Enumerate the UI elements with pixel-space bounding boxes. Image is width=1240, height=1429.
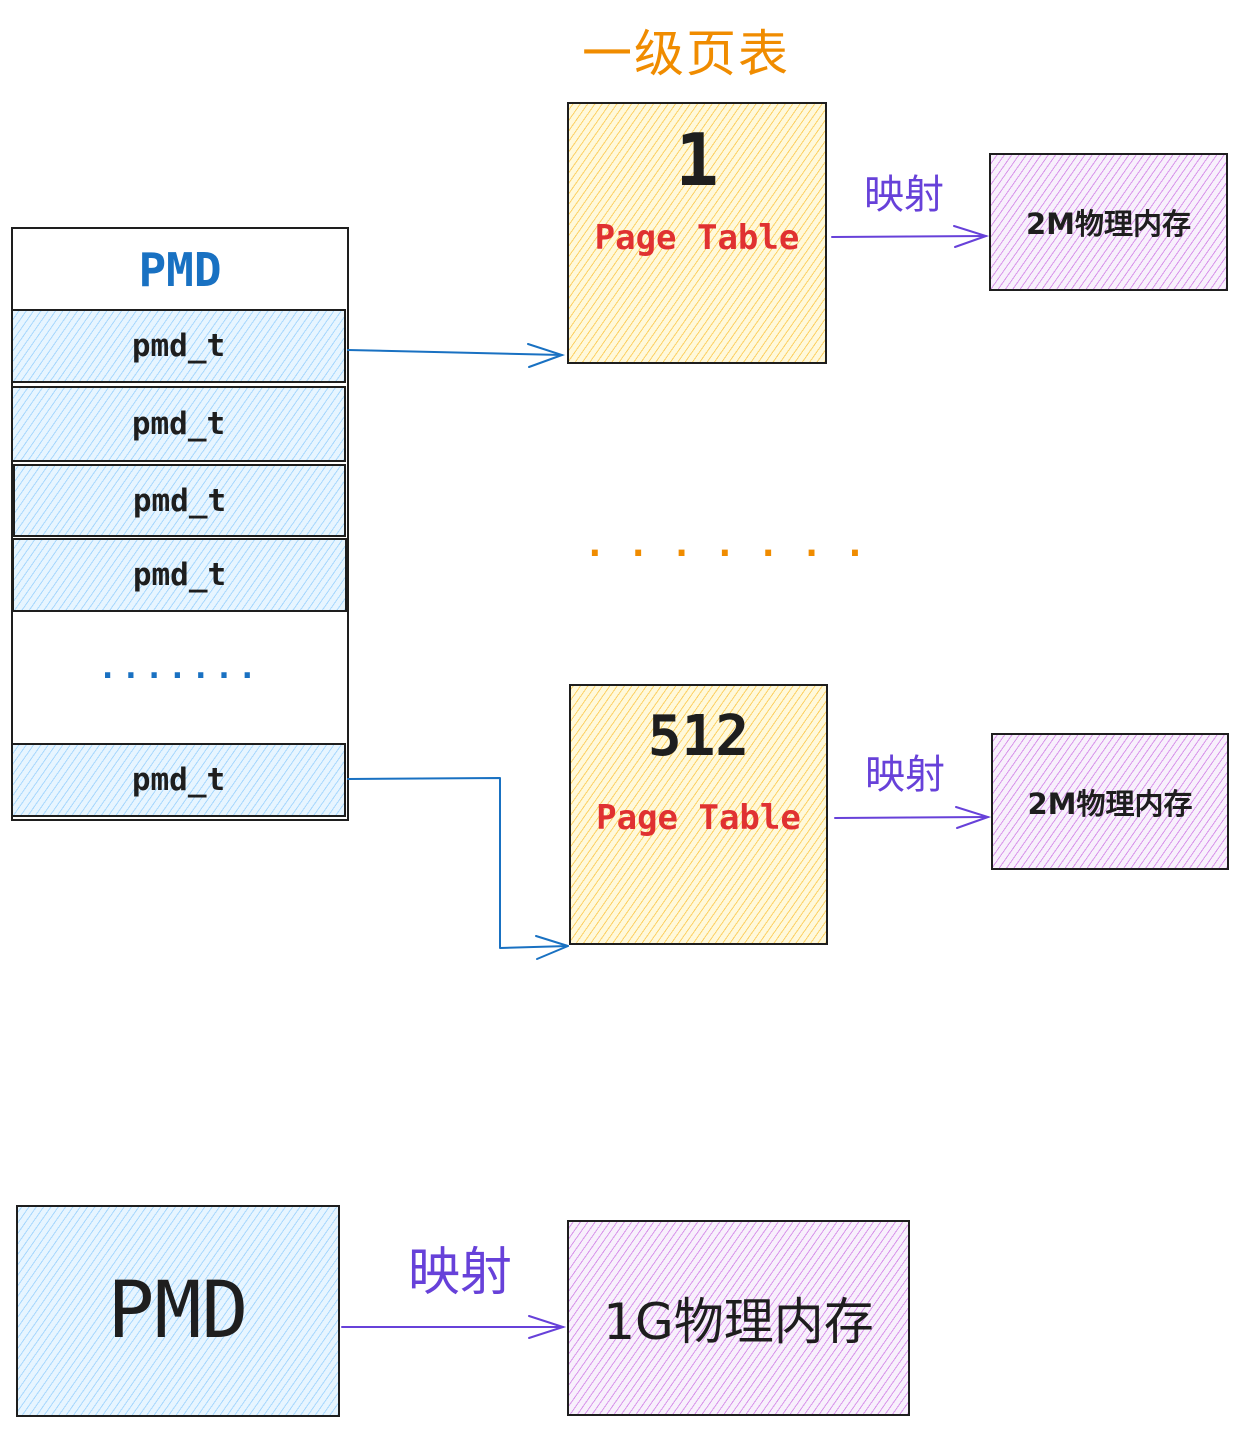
pmd-table-header: PMD <box>138 243 222 297</box>
bottom-map-label: 映射 <box>408 1243 513 1303</box>
arrow-pagetable512-to-memory <box>834 806 992 829</box>
arrow-pmd1-to-pagetable1 <box>347 343 566 368</box>
page-table-512: 512 Page Table <box>569 684 828 945</box>
pmd-ellipsis: ....... <box>98 648 261 686</box>
page-table-512-label: Page Table <box>596 798 801 838</box>
map-label-2: 映射 <box>865 752 945 798</box>
memory-2m-box-1: 2M物理内存 <box>989 153 1228 291</box>
diagram-title: 一级页表 <box>582 25 790 83</box>
pmd-entry-3: pmd_t <box>13 464 346 537</box>
page-table-512-number: 512 <box>647 704 750 769</box>
page-tables-ellipsis: . . . . . . . <box>584 524 866 565</box>
memory-2m-box-2: 2M物理内存 <box>991 733 1229 870</box>
page-table-1: 1 Page Table <box>567 102 827 364</box>
bottom-pmd-box: PMD <box>16 1205 340 1417</box>
page-table-1-number: 1 <box>675 118 719 202</box>
pmd-entry-last: pmd_t <box>11 743 346 817</box>
arrow-pmdlast-to-pagetable512 <box>347 777 569 960</box>
map-label-1: 映射 <box>864 172 944 218</box>
page-table-1-label: Page Table <box>594 218 800 258</box>
pmd-entry-1: pmd_t <box>11 309 346 383</box>
memory-1g-box: 1G物理内存 <box>567 1220 910 1416</box>
pmd-entry-2: pmd_t <box>11 386 346 462</box>
arrow-pmd-to-1g-memory <box>341 1315 567 1339</box>
pmd-entry-4: pmd_t <box>12 538 347 612</box>
arrow-pagetable1-to-memory <box>831 225 990 248</box>
